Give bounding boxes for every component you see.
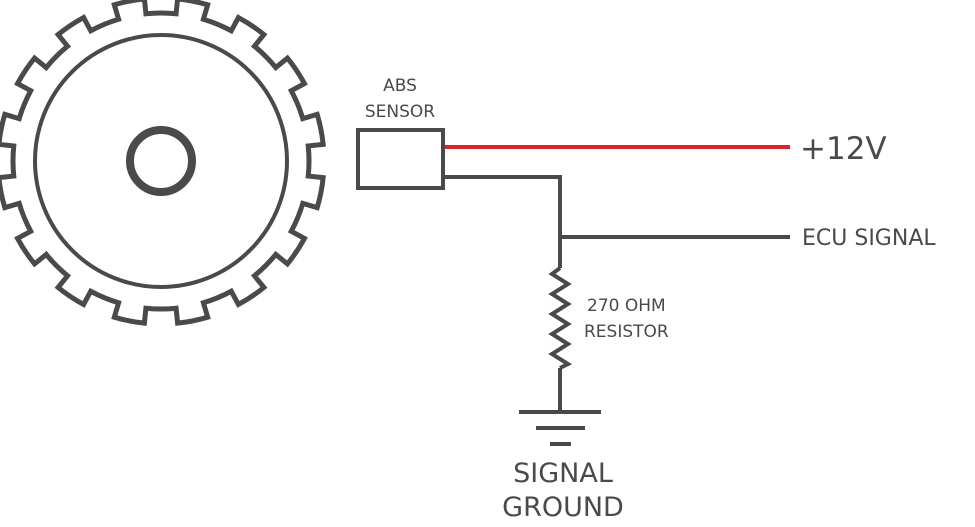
ecu-signal-label: ECU SIGNAL	[802, 226, 936, 251]
sensor-label-line2: SENSOR	[365, 102, 435, 122]
ground-label-line1: SIGNAL	[513, 458, 613, 489]
resistor-label-line1: 270 OHM	[587, 296, 666, 316]
ground-label-line2: GROUND	[502, 492, 624, 523]
resistor-label-line2: RESISTOR	[584, 322, 669, 342]
tone-wheel-hub	[126, 126, 196, 196]
sensor-label-line1: ABS	[383, 76, 417, 96]
voltage-label: +12V	[800, 131, 887, 167]
ground-symbol	[519, 410, 601, 446]
tone-wheel-teeth	[0, 0, 326, 326]
abs-sensor-body	[356, 128, 445, 190]
tone-wheel-inner-ring	[33, 33, 289, 289]
tone-wheel	[0, 0, 326, 326]
resistor-symbol	[548, 266, 573, 370]
signal-wire	[443, 175, 562, 268]
